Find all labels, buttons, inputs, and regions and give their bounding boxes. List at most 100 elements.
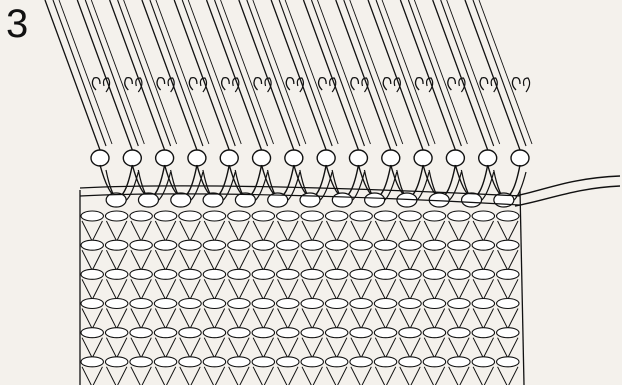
cast-off-loop (294, 165, 332, 207)
knit-leg (326, 338, 346, 358)
fabric-row (81, 299, 519, 329)
purl-bump (325, 240, 347, 250)
purl-bump (277, 299, 299, 309)
purl-bump (350, 357, 372, 367)
purl-bump (399, 269, 421, 279)
purl-bump (374, 269, 396, 279)
needle-loop (220, 150, 238, 166)
purl-bump (81, 240, 103, 250)
knit-leg (82, 367, 102, 385)
needle-hook (189, 78, 197, 90)
purl-bump (130, 211, 152, 221)
knit-leg (229, 221, 249, 241)
cast-off-loop (326, 165, 364, 207)
needle-loop (446, 150, 464, 166)
knit-leg (375, 279, 395, 299)
cast-off-loop (358, 165, 396, 207)
knit-leg (180, 309, 200, 329)
purl-bump (228, 269, 250, 279)
knit-leg (155, 279, 175, 299)
needle-loop (188, 150, 206, 166)
knit-leg (326, 221, 346, 241)
knit-leg (253, 309, 273, 329)
purl-bump (374, 299, 396, 309)
knit-leg (180, 250, 200, 270)
purl-bump (448, 211, 470, 221)
purl-bump (325, 299, 347, 309)
knit-leg (302, 309, 322, 329)
purl-bump (472, 357, 494, 367)
knit-leg (229, 309, 249, 329)
knit-leg (375, 309, 395, 329)
purl-bump (448, 299, 470, 309)
purl-bump (179, 357, 201, 367)
purl-bump (350, 211, 372, 221)
knit-leg (229, 367, 249, 385)
knit-leg (449, 338, 469, 358)
knit-leg (106, 221, 126, 241)
purl-bump (154, 269, 176, 279)
purl-bump (154, 328, 176, 338)
chain-stitch (365, 193, 385, 207)
knit-leg (326, 250, 346, 270)
purl-bump (423, 269, 445, 279)
knit-leg (180, 338, 200, 358)
purl-bump (179, 211, 201, 221)
knit-leg (106, 279, 126, 299)
knit-leg (498, 221, 518, 241)
purl-bump (228, 299, 250, 309)
purl-bump (105, 299, 127, 309)
knit-leg (400, 250, 420, 270)
purl-bump (374, 211, 396, 221)
purl-bump (252, 328, 274, 338)
knit-leg (400, 279, 420, 299)
knit-leg (131, 250, 151, 270)
purl-bump (423, 299, 445, 309)
knit-leg (473, 309, 493, 329)
purl-bump (277, 269, 299, 279)
needle-hook (125, 78, 133, 90)
needle-group (45, 0, 532, 166)
purl-bump (350, 299, 372, 309)
purl-bump (301, 357, 323, 367)
knit-leg (131, 367, 151, 385)
purl-bump (277, 328, 299, 338)
purl-bump (497, 269, 519, 279)
knit-leg (351, 221, 371, 241)
needle-loop (253, 150, 271, 166)
purl-bump (228, 357, 250, 367)
purl-bump (252, 240, 274, 250)
knit-leg (253, 221, 273, 241)
purl-bump (277, 357, 299, 367)
knit-leg (131, 221, 151, 241)
knit-leg (302, 250, 322, 270)
chain-stitch (332, 193, 352, 207)
purl-bump (399, 328, 421, 338)
purl-bump (154, 299, 176, 309)
needle-hook (480, 78, 488, 90)
needle-loop (349, 150, 367, 166)
knit-leg (204, 338, 224, 358)
knit-leg (302, 367, 322, 385)
purl-bump (179, 240, 201, 250)
knit-leg (326, 279, 346, 299)
fabric-row (81, 211, 519, 241)
purl-bump (472, 299, 494, 309)
knit-leg (106, 250, 126, 270)
knit-leg (278, 279, 298, 299)
knit-leg (82, 221, 102, 241)
purl-bump (301, 240, 323, 250)
knit-leg (278, 367, 298, 385)
purl-bump (497, 240, 519, 250)
needle-loop (91, 150, 109, 166)
purl-bump (325, 211, 347, 221)
knit-leg (278, 221, 298, 241)
purl-bump (350, 240, 372, 250)
purl-bump (105, 240, 127, 250)
chain-stitch (462, 193, 482, 207)
knit-leg (351, 309, 371, 329)
knit-leg (82, 309, 102, 329)
chain-stitch (138, 193, 158, 207)
